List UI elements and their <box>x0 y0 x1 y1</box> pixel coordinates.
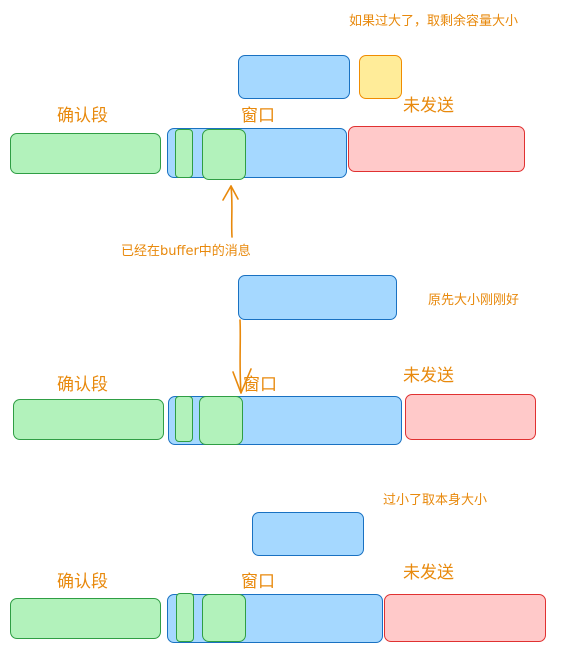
unsent-box <box>384 594 546 642</box>
incoming-message-box <box>238 275 397 320</box>
confirmed-segment-box <box>10 598 161 639</box>
insert-pointer-arrow <box>239 319 242 394</box>
unsent-label: 未发送 <box>403 96 454 116</box>
case-just-right-note: 原先大小刚刚好 <box>428 293 520 308</box>
buffer-message-large <box>202 129 246 180</box>
overflow-part-box <box>359 55 402 99</box>
insert-pointer-arrowhead <box>232 368 252 394</box>
unsent-box <box>348 126 525 172</box>
confirmed-segment-box <box>10 133 161 174</box>
confirmed-segment-label: 确认段 <box>57 572 108 592</box>
buffer-pointer-arrow <box>230 185 233 238</box>
confirmed-segment-label: 确认段 <box>57 375 108 395</box>
window-label: 窗口 <box>241 572 275 592</box>
window-label: 窗口 <box>241 106 275 126</box>
buffer-message-small <box>176 593 194 642</box>
incoming-message-box <box>252 512 364 556</box>
unsent-box <box>405 394 536 440</box>
confirmed-segment-label: 确认段 <box>57 106 108 126</box>
incoming-message-box <box>238 55 350 99</box>
buffer-message-large <box>202 594 246 642</box>
unsent-label: 未发送 <box>403 563 454 583</box>
in-buffer-note: 已经在buffer中的消息 <box>121 244 251 259</box>
case-too-large-note: 如果过大了，取剩余容量大小 <box>349 14 519 29</box>
case-too-small-note: 过小了取本身大小 <box>383 493 488 508</box>
window-label: 窗口 <box>243 375 277 395</box>
window-box <box>167 128 347 178</box>
buffer-message-small <box>175 396 193 442</box>
confirmed-segment-box <box>13 399 164 440</box>
buffer-message-small <box>175 129 193 178</box>
unsent-label: 未发送 <box>403 366 454 386</box>
buffer-message-large <box>199 396 243 445</box>
buffer-pointer-arrowhead <box>222 185 239 201</box>
